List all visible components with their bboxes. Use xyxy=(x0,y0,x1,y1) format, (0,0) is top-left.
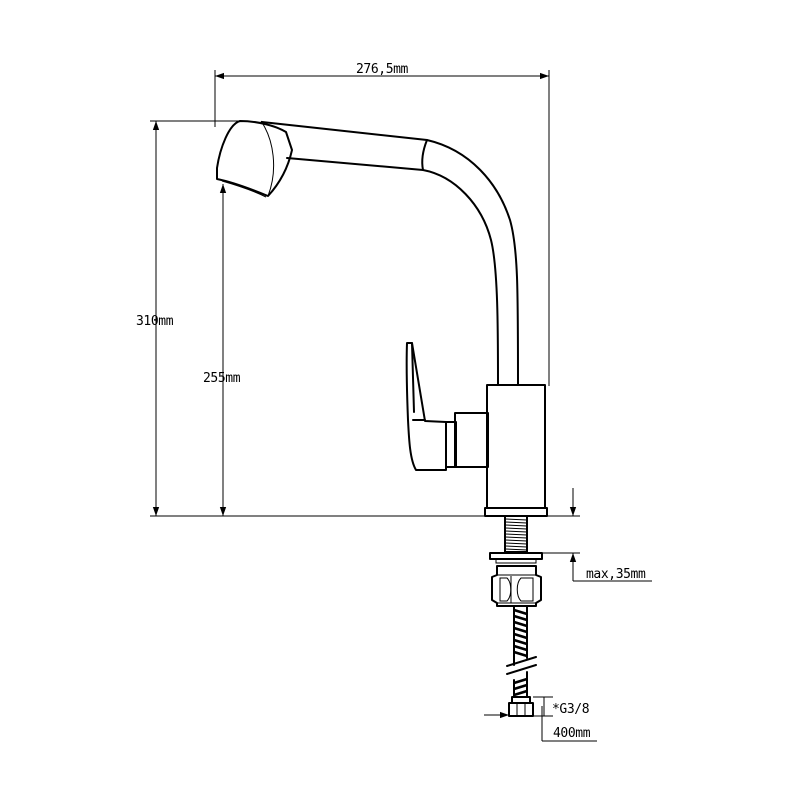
braided-hose xyxy=(506,605,537,698)
dim-overall-width: 276,5mm xyxy=(356,62,409,77)
dim-connector-thread: *G3/8 xyxy=(552,702,589,717)
hose-fitting xyxy=(508,696,534,717)
base-plate xyxy=(484,507,548,517)
dim-spout-height: 255mm xyxy=(203,371,241,386)
washer xyxy=(489,552,543,560)
fixing-nut xyxy=(491,565,542,607)
dim-deck-thickness: max,35mm xyxy=(586,567,646,582)
dimension-lines xyxy=(150,70,652,742)
dim-overall-height: 310mm xyxy=(136,314,174,329)
lever-handle xyxy=(405,342,447,471)
threaded-shank xyxy=(504,515,528,553)
dim-hose-length: 400mm xyxy=(553,726,591,741)
faucet-body xyxy=(216,120,548,717)
spout-arm xyxy=(261,121,519,386)
cartridge-housing xyxy=(454,412,489,468)
spout-head xyxy=(216,120,293,197)
body-block xyxy=(486,384,546,509)
